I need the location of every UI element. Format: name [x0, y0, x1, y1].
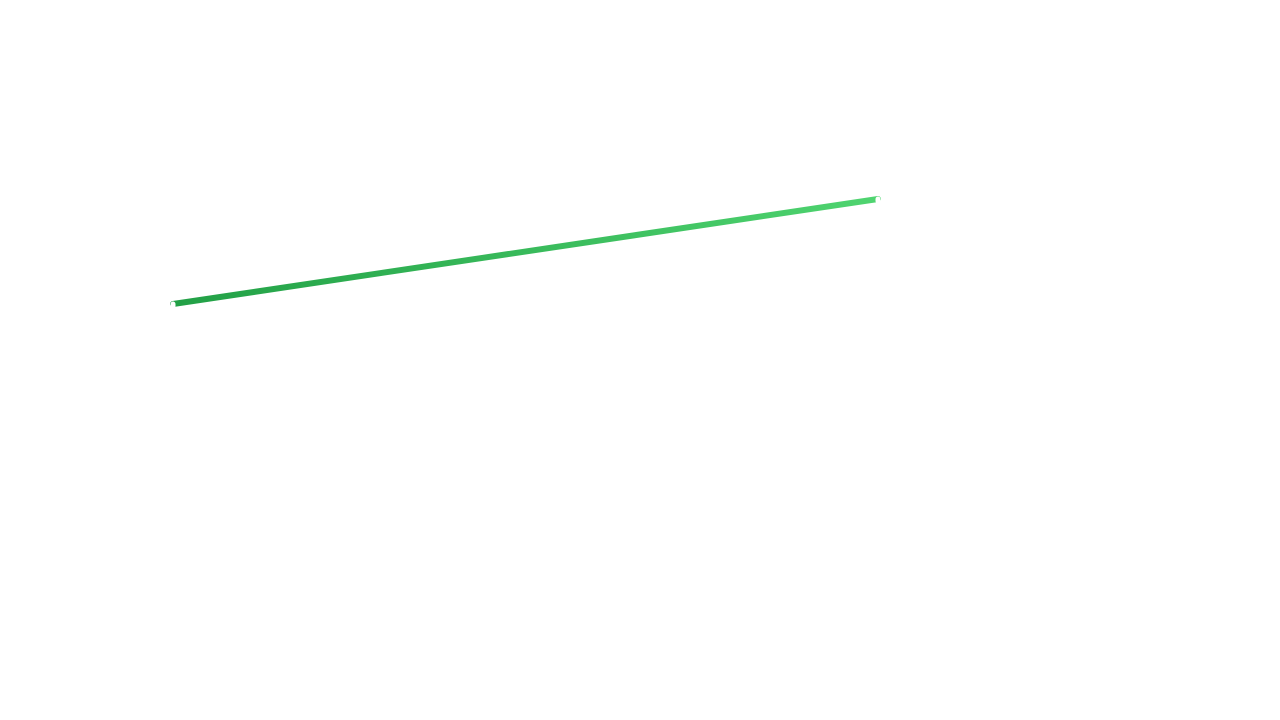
end-handle-icon[interactable] [875, 196, 881, 204]
green-connector-line[interactable] [170, 196, 881, 307]
start-handle-icon[interactable] [170, 301, 176, 309]
